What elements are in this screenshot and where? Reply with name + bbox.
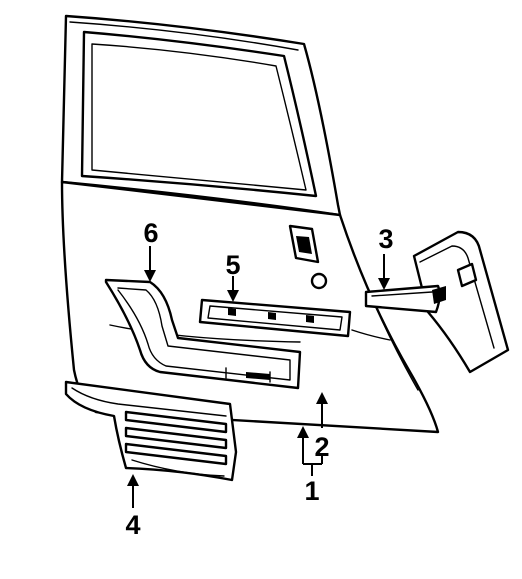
handle-hole: [310, 272, 328, 290]
part-3-pull-handle: [364, 230, 510, 374]
part-4-lower-trim: [64, 380, 238, 482]
part-5-armrest-strip: [198, 298, 352, 338]
leader-lines: [127, 246, 390, 508]
callout-2: 2: [314, 432, 329, 462]
door-frame: [60, 14, 342, 217]
callout-5: 5: [225, 250, 240, 280]
callout-4: 4: [125, 510, 140, 540]
part-6-upper-trim: [104, 278, 302, 390]
callout-6: 6: [143, 218, 158, 248]
callout-1: 1: [304, 476, 319, 506]
callout-3: 3: [378, 224, 393, 254]
